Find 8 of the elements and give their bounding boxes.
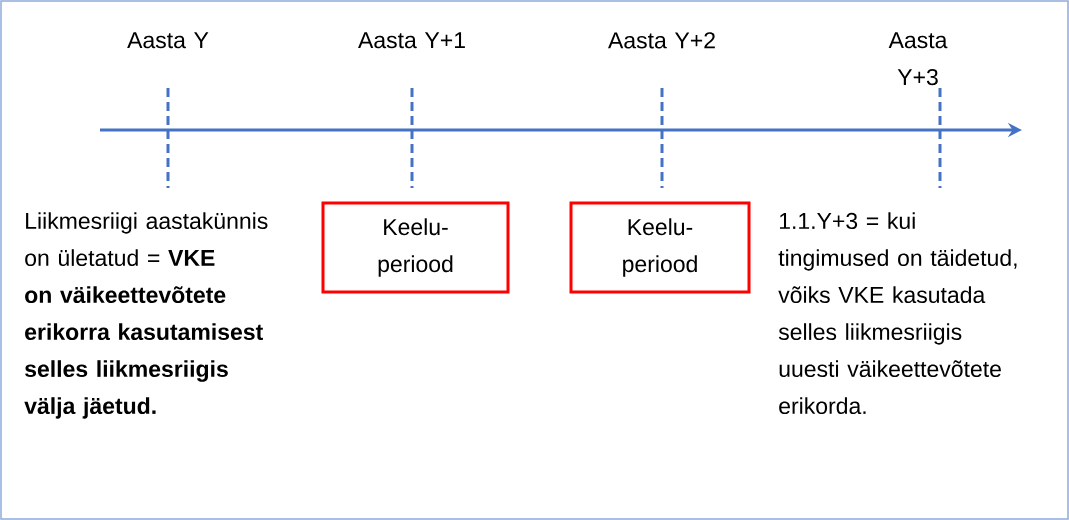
year-label: Aasta Y+2 xyxy=(608,32,715,49)
year-label: Aasta Y+3 xyxy=(888,32,948,86)
year-label: Aasta Y xyxy=(127,32,209,49)
note-text: 1.1.Y+3 = kui tingimused on täidetud, võiks VKE kasutada selles liikmesriigis uuesti väikeettevõtete erikorda. xyxy=(778,212,1017,415)
period-box: Keelu- periood xyxy=(569,201,751,294)
note-text: Liikmesriigi aastakünnis on ületatud = VKE on väikeettevõtete erikorra kasutamisest selles liikmesriigis välja jäetud. xyxy=(24,212,268,419)
period-box: Keelu- periood xyxy=(321,201,510,294)
year-label: Aasta Y+1 xyxy=(358,32,465,49)
